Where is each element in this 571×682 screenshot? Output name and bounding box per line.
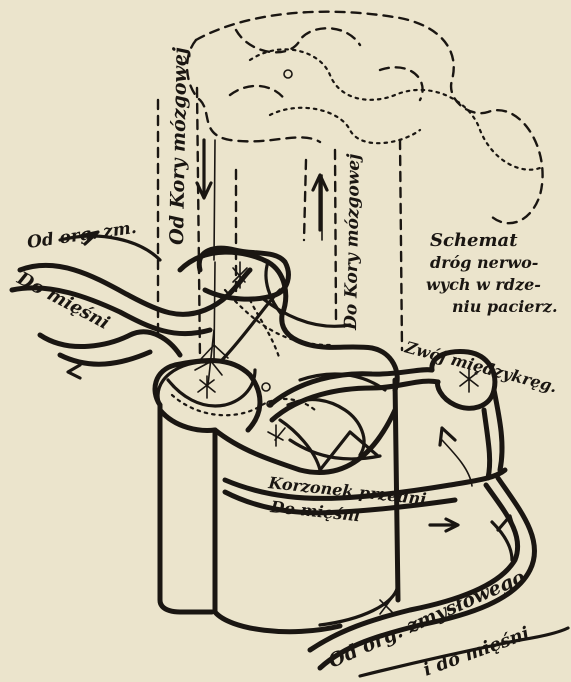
label-do-kory-mozgowej: Do Kory mózgowej: [341, 153, 364, 331]
descending-tract-arrow: [197, 140, 211, 198]
label-i-do-miesni: i do mięśni: [421, 623, 533, 681]
label-od-org-zm: Od org. zm.: [26, 218, 138, 253]
label-zwoj-miedzykreg: Zwój międzykręg.: [402, 337, 559, 396]
title-line-1: Schemat: [430, 230, 518, 251]
label-od-org-zmyslowego: Od org. zmysłowego: [325, 566, 529, 673]
title-line-3: wych w rdze-: [426, 275, 541, 294]
title-line-2: dróg nerwo-: [430, 253, 538, 272]
upper-cord-dashed-outline: [187, 12, 543, 223]
label-od-kory-mozgowej: Od Kory mózgowej: [166, 47, 191, 245]
ascending-tract-arrow: [313, 175, 327, 230]
diagram-title: Schemat dróg nerwo- wych w rdze- niu pac…: [426, 230, 558, 316]
label-do-miesni-center: Do mięśni: [269, 497, 362, 525]
title-line-4: niu pacierz.: [452, 297, 558, 316]
